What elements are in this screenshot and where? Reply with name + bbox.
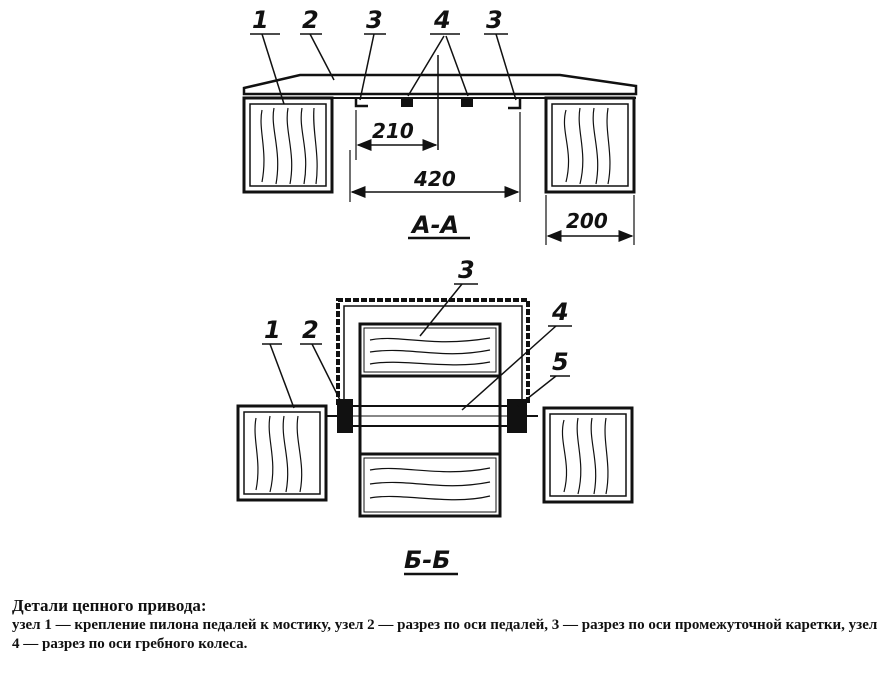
section-aa-label: А-А: [410, 211, 459, 239]
bb-callout-3: 3: [458, 256, 475, 284]
dim-420-label: 420: [413, 167, 456, 191]
aa-callout-3-left: 3: [366, 6, 383, 34]
caption-text: узел 1 — крепление пилона педалей к мост…: [12, 617, 878, 652]
aa-callout-4: 4: [433, 6, 451, 34]
bracket-right: [508, 98, 522, 110]
aa-callout-2: 2: [302, 6, 319, 34]
caption-title: Детали цепного привода:: [12, 596, 207, 615]
bb-left-beam: [236, 404, 328, 502]
left-beam-wood-grain: [260, 107, 318, 185]
deck-plate: [242, 73, 638, 96]
carriage-bottom-block: [358, 452, 502, 518]
aa-callout-3-right: 3: [486, 6, 503, 34]
section-bb: [236, 283, 634, 576]
bb-callout-5: 5: [552, 348, 569, 376]
right-beam: [544, 96, 636, 194]
section-bb-label: Б-Б: [404, 546, 451, 574]
right-beam-wood-grain: [563, 107, 611, 185]
pylon-frame: [336, 298, 530, 405]
carriage-top-block: [358, 322, 502, 378]
axle-nut-right: [507, 399, 527, 433]
axle-nut-left: [337, 399, 353, 433]
section-aa: [242, 33, 638, 245]
technical-drawing: 1 2 3 4 3 210 420 200 А-А: [236, 6, 638, 576]
left-beam: [242, 96, 334, 194]
bolt-1: [401, 97, 413, 107]
figure-caption: Детали цепного привода: узел 1 — креплен…: [12, 596, 884, 654]
dim-210-label: 210: [372, 119, 414, 143]
aa-callout-1: 1: [252, 6, 269, 34]
dim-200-label: 200: [566, 209, 608, 233]
bb-right-beam: [542, 406, 634, 504]
bb-callout-4: 4: [551, 298, 569, 326]
bracket-left: [354, 98, 368, 108]
bolt-2: [461, 97, 473, 107]
bb-callout-1: 1: [264, 316, 281, 344]
bb-callout-2: 2: [302, 316, 319, 344]
